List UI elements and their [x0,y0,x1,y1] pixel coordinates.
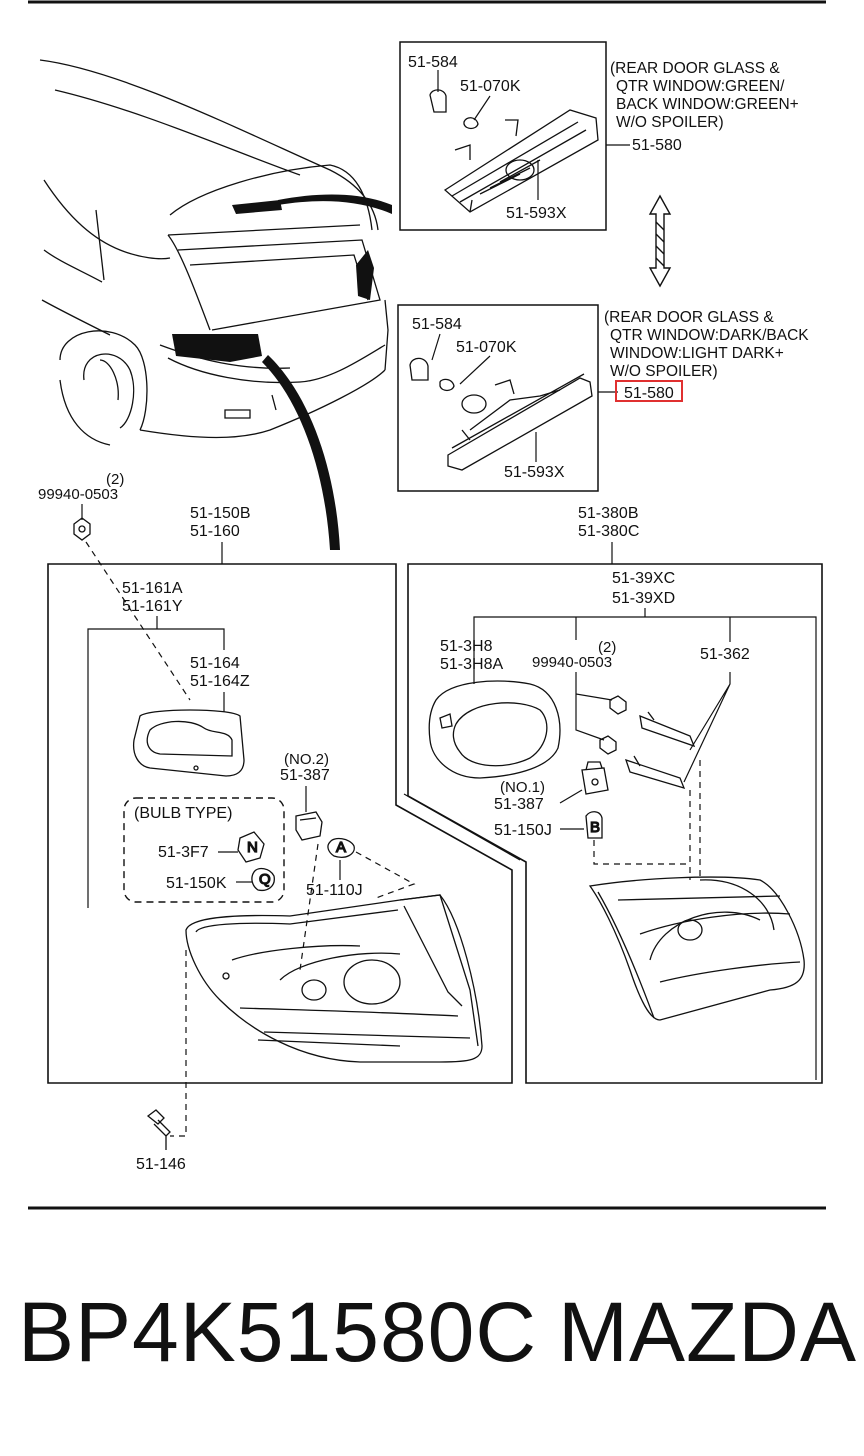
tail-lamp-left [185,894,483,1063]
note-tl-line1: (REAR DOOR GLASS & [610,60,780,77]
label-clip-left: 99940-0503 [38,486,118,503]
label-no1: (NO.1) [500,779,545,796]
leader-tl-070k [473,95,491,121]
label-51-161a: 51-161A [122,580,183,597]
label-tl-51-593x: 51-593X [506,205,567,222]
label-bl-51-070k: 51-070K [456,339,517,356]
leader-r-387 [559,789,583,804]
dash-bulb-110j [355,851,416,899]
note-bl-line2: QTR WINDOW:DARK/BACK [610,327,809,344]
footer: BP4K51580C MAZDA [0,1290,864,1400]
label-bulb-type: (BULB TYPE) [134,805,232,822]
dash-socket-left [299,843,319,971]
bracket-gasket [87,628,225,908]
gasket-right [428,680,561,779]
callout-tail-lamp [262,355,340,550]
leader-bl-070k [459,355,491,385]
label-tl-51-580: 51-580 [632,137,682,154]
bulb-150j: B [585,811,603,839]
label-51-362: 51-362 [700,646,750,663]
callout-high-mount [278,194,392,214]
label-51-150k: 51-150K [166,875,227,892]
alternate-arrow [648,194,672,288]
label-51-3h8a: 51-3H8A [440,656,503,673]
note-tl-line3: BACK WINDOW:GREEN+ [616,96,799,113]
box-lamp-right [407,563,823,1084]
high-mount-lamp-spot [232,200,282,214]
label-51-110j: 51-110J [306,882,363,899]
label-51-164z: 51-164Z [190,673,250,690]
bulb-150k: Q [251,867,275,892]
box-lamp-left [47,563,513,1084]
brackets-362 [624,711,696,790]
label-r-qty: (2) [598,639,616,656]
socket-left [295,811,323,841]
manufacturer-name: MAZDA [558,1285,857,1379]
note-tl-line2: QTR WINDOW:GREEN/ [616,78,785,95]
gasket-left [132,709,245,777]
box-high-mount-green [399,41,607,231]
label-51-146: 51-146 [136,1156,186,1173]
label-51-380c: 51-380C [578,523,639,540]
svg-text:Q: Q [259,871,271,888]
note-bl-line4: W/O SPOILER) [610,363,718,380]
bulb-110j: A [327,837,355,858]
label-bl-51-593x: 51-593X [504,464,565,481]
label-51-387-left: 51-387 [280,767,330,784]
lamp-highlight-left [172,334,262,362]
label-51-161y: 51-161Y [122,598,183,615]
note-bl-line3: WINDOW:LIGHT DARK+ [610,345,784,362]
highlight-51-580 [615,380,683,402]
socket-right [581,761,609,795]
label-no2: (NO.2) [284,751,329,768]
label-51-3f7: 51-3F7 [158,844,209,861]
screw-146 [146,1109,171,1150]
dash-screw-146 [170,950,187,1137]
label-51-380b: 51-380B [578,505,639,522]
label-51-160: 51-160 [190,523,240,540]
car-rear-sketch [39,59,389,446]
socket-3f7: N [237,831,265,863]
box-bulb-type [123,797,285,903]
leader-r-362-branch [683,672,731,783]
dash-clip-left [85,541,191,701]
label-tl-51-584: 51-584 [408,54,458,71]
note-bl-line1: (REAR DOOR GLASS & [604,309,774,326]
part-number: BP4K51580C [18,1285,538,1379]
label-51-387-right: 51-387 [494,796,544,813]
leader-bl-584 [431,333,441,361]
high-mount-lamp-green [429,89,599,213]
label-51-150j: 51-150J [494,822,552,839]
label-qty-left: (2) [106,471,124,488]
svg-text:N: N [247,839,258,856]
high-mount-lamp-dark [409,357,593,471]
clip-nuts-right [599,695,627,755]
label-tl-51-070k: 51-070K [460,78,521,95]
label-51-39xc: 51-39XC [612,570,675,587]
label-51-39xd: 51-39XD [612,590,675,607]
leader-r-clip-branch [575,672,613,741]
svg-text:A: A [336,839,346,856]
dash-bulb-150j [593,840,690,865]
label-bl-51-580: 51-580 [624,385,674,402]
box-high-mount-dark [397,304,599,492]
clip-nut-left [73,517,91,541]
label-51-3h8: 51-3H8 [440,638,493,655]
svg-text:B: B [590,819,600,836]
label-r-clip: 99940-0503 [532,654,612,671]
label-51-150b: 51-150B [190,505,251,522]
label-bl-51-584: 51-584 [412,316,462,333]
note-tl-line4: W/O SPOILER) [616,114,724,131]
tail-lamp-right [588,876,805,1021]
label-51-164: 51-164 [190,655,240,672]
lamp-highlight-right [356,250,374,300]
dash-right-brackets [689,760,701,880]
